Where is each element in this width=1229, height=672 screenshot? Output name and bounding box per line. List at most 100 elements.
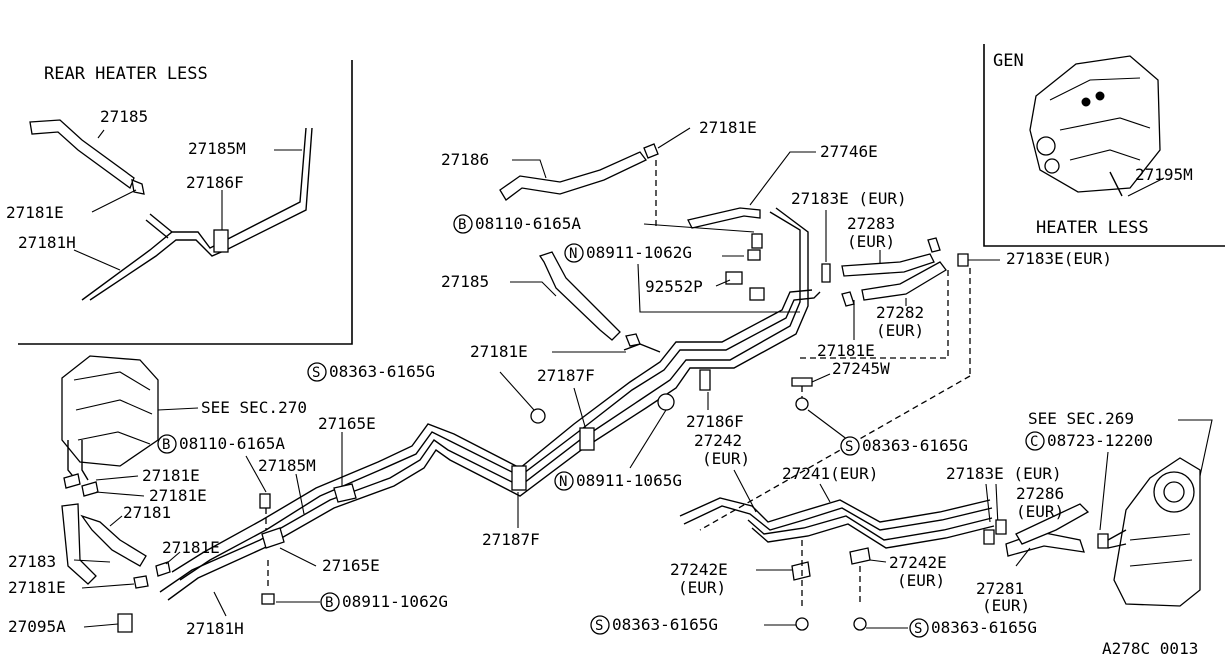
label-27185M: 27185M bbox=[188, 139, 246, 158]
heater-pipe-stub bbox=[1109, 171, 1123, 197]
leader bbox=[811, 373, 831, 383]
leader bbox=[73, 249, 121, 271]
leader bbox=[97, 129, 105, 139]
screw-icon bbox=[795, 397, 809, 411]
clip-27186F bbox=[699, 369, 711, 391]
clamp-icon bbox=[957, 253, 969, 267]
label-08911-1062G-bottom: 08911-1062G bbox=[342, 592, 448, 611]
pipe-27241 bbox=[679, 497, 991, 523]
leader bbox=[81, 583, 135, 589]
label-08363-6165G-left: 08363-6165G bbox=[329, 362, 435, 381]
grommet-92552P bbox=[725, 271, 743, 285]
clip-27242E-right bbox=[849, 547, 871, 565]
heater-fan-hub bbox=[1163, 481, 1185, 503]
label-27195M: 27195M bbox=[1135, 165, 1193, 184]
leader bbox=[1099, 451, 1109, 531]
pipe-stub bbox=[149, 213, 173, 233]
heater-connection bbox=[1107, 529, 1127, 549]
leader bbox=[499, 371, 535, 411]
label-27181E-mid: 27181E bbox=[470, 342, 528, 361]
inset-gen-title: GEN bbox=[993, 51, 1024, 71]
svg-text:C: C bbox=[1030, 434, 1038, 450]
label-27242-eur: (EUR) bbox=[702, 449, 750, 468]
leader bbox=[279, 547, 317, 567]
clamp-icon bbox=[63, 473, 81, 489]
engine-block bbox=[1029, 55, 1161, 193]
label-27242E-left: 27242E bbox=[670, 560, 728, 579]
leader bbox=[995, 483, 999, 527]
hose-27181 bbox=[80, 514, 147, 567]
hose-27183 bbox=[61, 503, 97, 585]
clamp-icon bbox=[841, 291, 855, 307]
bolt-symbol: B bbox=[453, 214, 473, 234]
clip-27095A bbox=[117, 613, 133, 633]
pipe-27241-2 bbox=[683, 505, 993, 531]
label-27181H: 27181H bbox=[18, 233, 76, 252]
clip-27245W bbox=[791, 377, 813, 387]
label-27283-eur: (EUR) bbox=[847, 232, 895, 251]
label-27181E-right: 27181E bbox=[817, 341, 875, 360]
bracket-27746E bbox=[687, 207, 761, 229]
label-27185: 27185 bbox=[100, 107, 148, 126]
label-see-sec-269: SEE SEC.269 bbox=[1028, 409, 1134, 428]
label-27242: 27242 bbox=[694, 431, 742, 450]
screw-symbol: S bbox=[590, 615, 610, 635]
leader bbox=[807, 409, 849, 441]
dashed-ref bbox=[699, 375, 971, 531]
label-27286: 27286 bbox=[1016, 484, 1064, 503]
leader bbox=[95, 475, 139, 481]
label-27183E-eur-right: 27183E(EUR) bbox=[1006, 249, 1112, 268]
label-27746E: 27746E bbox=[820, 142, 878, 161]
rear-heater-unit bbox=[61, 355, 159, 467]
hose-27282 bbox=[861, 261, 947, 301]
label-92552P: 92552P bbox=[645, 277, 703, 296]
clip-27165E-bottom bbox=[261, 527, 285, 549]
clamp-icon bbox=[133, 575, 149, 589]
leader bbox=[109, 515, 123, 527]
label-27181E-top: 27181E bbox=[699, 118, 757, 137]
leader bbox=[985, 483, 991, 523]
label-27183: 27183 bbox=[8, 552, 56, 571]
pulley-icon bbox=[1044, 158, 1060, 174]
label-27286-eur: (EUR) bbox=[1016, 502, 1064, 521]
clip-27165E bbox=[333, 483, 357, 503]
svg-text:N: N bbox=[569, 246, 577, 262]
leader bbox=[73, 559, 111, 563]
leader-bracket bbox=[637, 263, 800, 313]
label-08723-12200: 08723-12200 bbox=[1047, 431, 1153, 450]
label-27181E-l3: 27181E bbox=[162, 538, 220, 557]
upper-hoses: 27186 27181E 27746E B 08110-6165A N 0891… bbox=[441, 118, 878, 341]
label-27242E-right-eur: (EUR) bbox=[897, 571, 945, 590]
nut-symbol: N bbox=[564, 243, 584, 263]
leader bbox=[157, 407, 199, 411]
label-27181E: 27181E bbox=[6, 203, 64, 222]
nut-icon bbox=[747, 249, 761, 261]
inset-rear-heater-less: REAR HEATER LESS 27185 27181E 27185M 271… bbox=[6, 60, 353, 345]
pipe-27242-2 bbox=[751, 523, 995, 549]
inset-gen-caption: HEATER LESS bbox=[1036, 218, 1149, 238]
label-27185M: 27185M bbox=[258, 456, 316, 475]
label-27183E-eur-top: 27183E (EUR) bbox=[791, 189, 907, 208]
leader bbox=[510, 281, 557, 297]
nut-symbol: N bbox=[554, 471, 574, 491]
label-27187F-bottom: 27187F bbox=[482, 530, 540, 549]
screw-symbol: S bbox=[840, 436, 860, 456]
fitting-icon bbox=[1081, 97, 1091, 107]
clamp-icon bbox=[155, 561, 171, 577]
leader bbox=[1178, 419, 1213, 477]
grommet-icon bbox=[657, 393, 675, 411]
pipe-27185M-main bbox=[159, 211, 801, 593]
bolt-icon bbox=[751, 233, 763, 249]
label-27245W: 27245W bbox=[832, 359, 890, 378]
label-27181E-l1: 27181E bbox=[142, 466, 200, 485]
clip-27186F bbox=[213, 229, 229, 253]
bolt-icon bbox=[259, 493, 271, 509]
screw-symbol: S bbox=[909, 618, 929, 638]
bolt-symbol: B bbox=[320, 592, 340, 612]
pipe-27185M bbox=[81, 127, 307, 301]
label-08911-1062G-top: 08911-1062G bbox=[586, 243, 692, 262]
svg-text:B: B bbox=[458, 217, 466, 233]
leader bbox=[91, 189, 137, 213]
leader bbox=[573, 387, 587, 431]
fitting-icon bbox=[1095, 91, 1105, 101]
